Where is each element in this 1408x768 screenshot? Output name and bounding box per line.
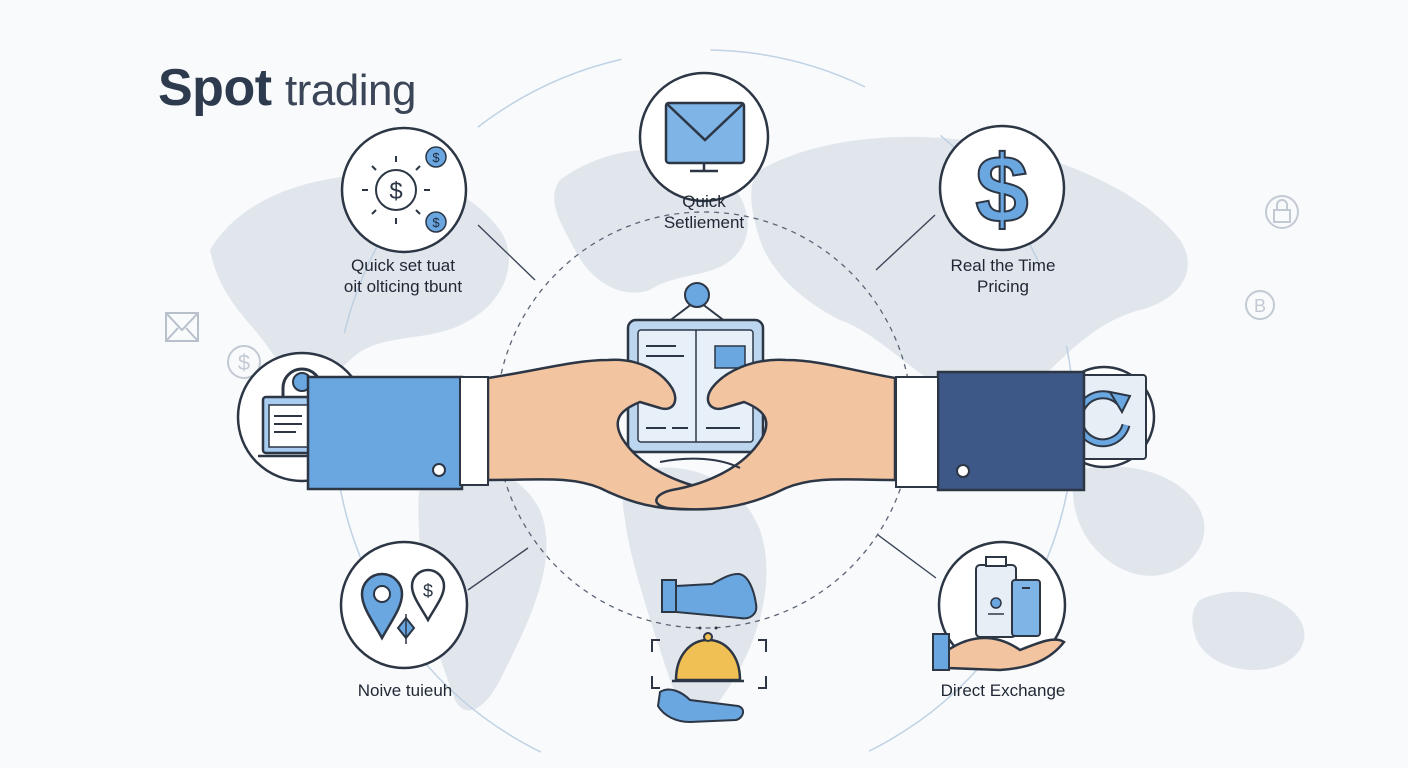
label-top-right: Real the Time Pricing [918, 255, 1088, 297]
phone-hand-badge [932, 540, 1067, 672]
label-bottom-right-line1: Direct Exchange [940, 681, 1066, 700]
label-top-center-line2: Setliement [663, 213, 745, 232]
location-pins-icon: $ [360, 568, 446, 644]
label-bottom-left: Noive tuieuh [330, 680, 480, 701]
dollar-badge: $ [938, 124, 1066, 252]
envelope-icon [165, 312, 199, 342]
dollar-icon: $ [975, 136, 1028, 243]
bitcoin-icon: B [1245, 290, 1275, 320]
label-top-right-line1: Real the Time [950, 256, 1056, 275]
connector-lines [467, 214, 937, 591]
monitor-envelope-badge [638, 71, 770, 203]
location-pins-badge: $ [339, 540, 469, 670]
right-hand [655, 358, 1086, 511]
tablet-chart-icon [626, 282, 765, 454]
receiving-hand [656, 688, 744, 724]
title-light: trading [284, 66, 417, 115]
label-top-center: Quick Setliement [624, 191, 784, 233]
label-top-left: Quick set tuat oit olticing tbunt [318, 255, 488, 297]
svg-text:$: $ [238, 350, 250, 375]
title-bold: Spot [158, 59, 272, 117]
label-bottom-left-line1: Noive tuieuh [357, 681, 453, 700]
svg-text:B: B [1254, 296, 1266, 316]
coin-cycle-icon: $ $ $ [362, 146, 447, 233]
label-top-center-line1: Quick [682, 192, 726, 211]
label-top-left-line1: Quick set tuat [351, 256, 455, 275]
label-top-left-line2: oit olticing tbunt [343, 277, 463, 296]
svg-text:$: $ [432, 150, 440, 165]
svg-text:$: $ [423, 581, 433, 601]
coin-cycle-badge: $ $ $ [340, 126, 468, 254]
svg-text:$: $ [389, 178, 402, 205]
dollar-circle-icon: $ [227, 345, 261, 379]
bell-icon [651, 626, 767, 689]
svg-text:$: $ [432, 215, 440, 230]
lock-badge-icon [1265, 195, 1299, 229]
label-bottom-right: Direct Exchange [918, 680, 1088, 701]
monitor-envelope-icon [664, 101, 746, 173]
label-top-right-line2: Pricing [977, 277, 1029, 296]
left-hand [306, 358, 730, 511]
phone-hand-icon [932, 556, 1066, 672]
giving-hand [661, 572, 758, 620]
page-title: Spot trading [158, 58, 416, 118]
